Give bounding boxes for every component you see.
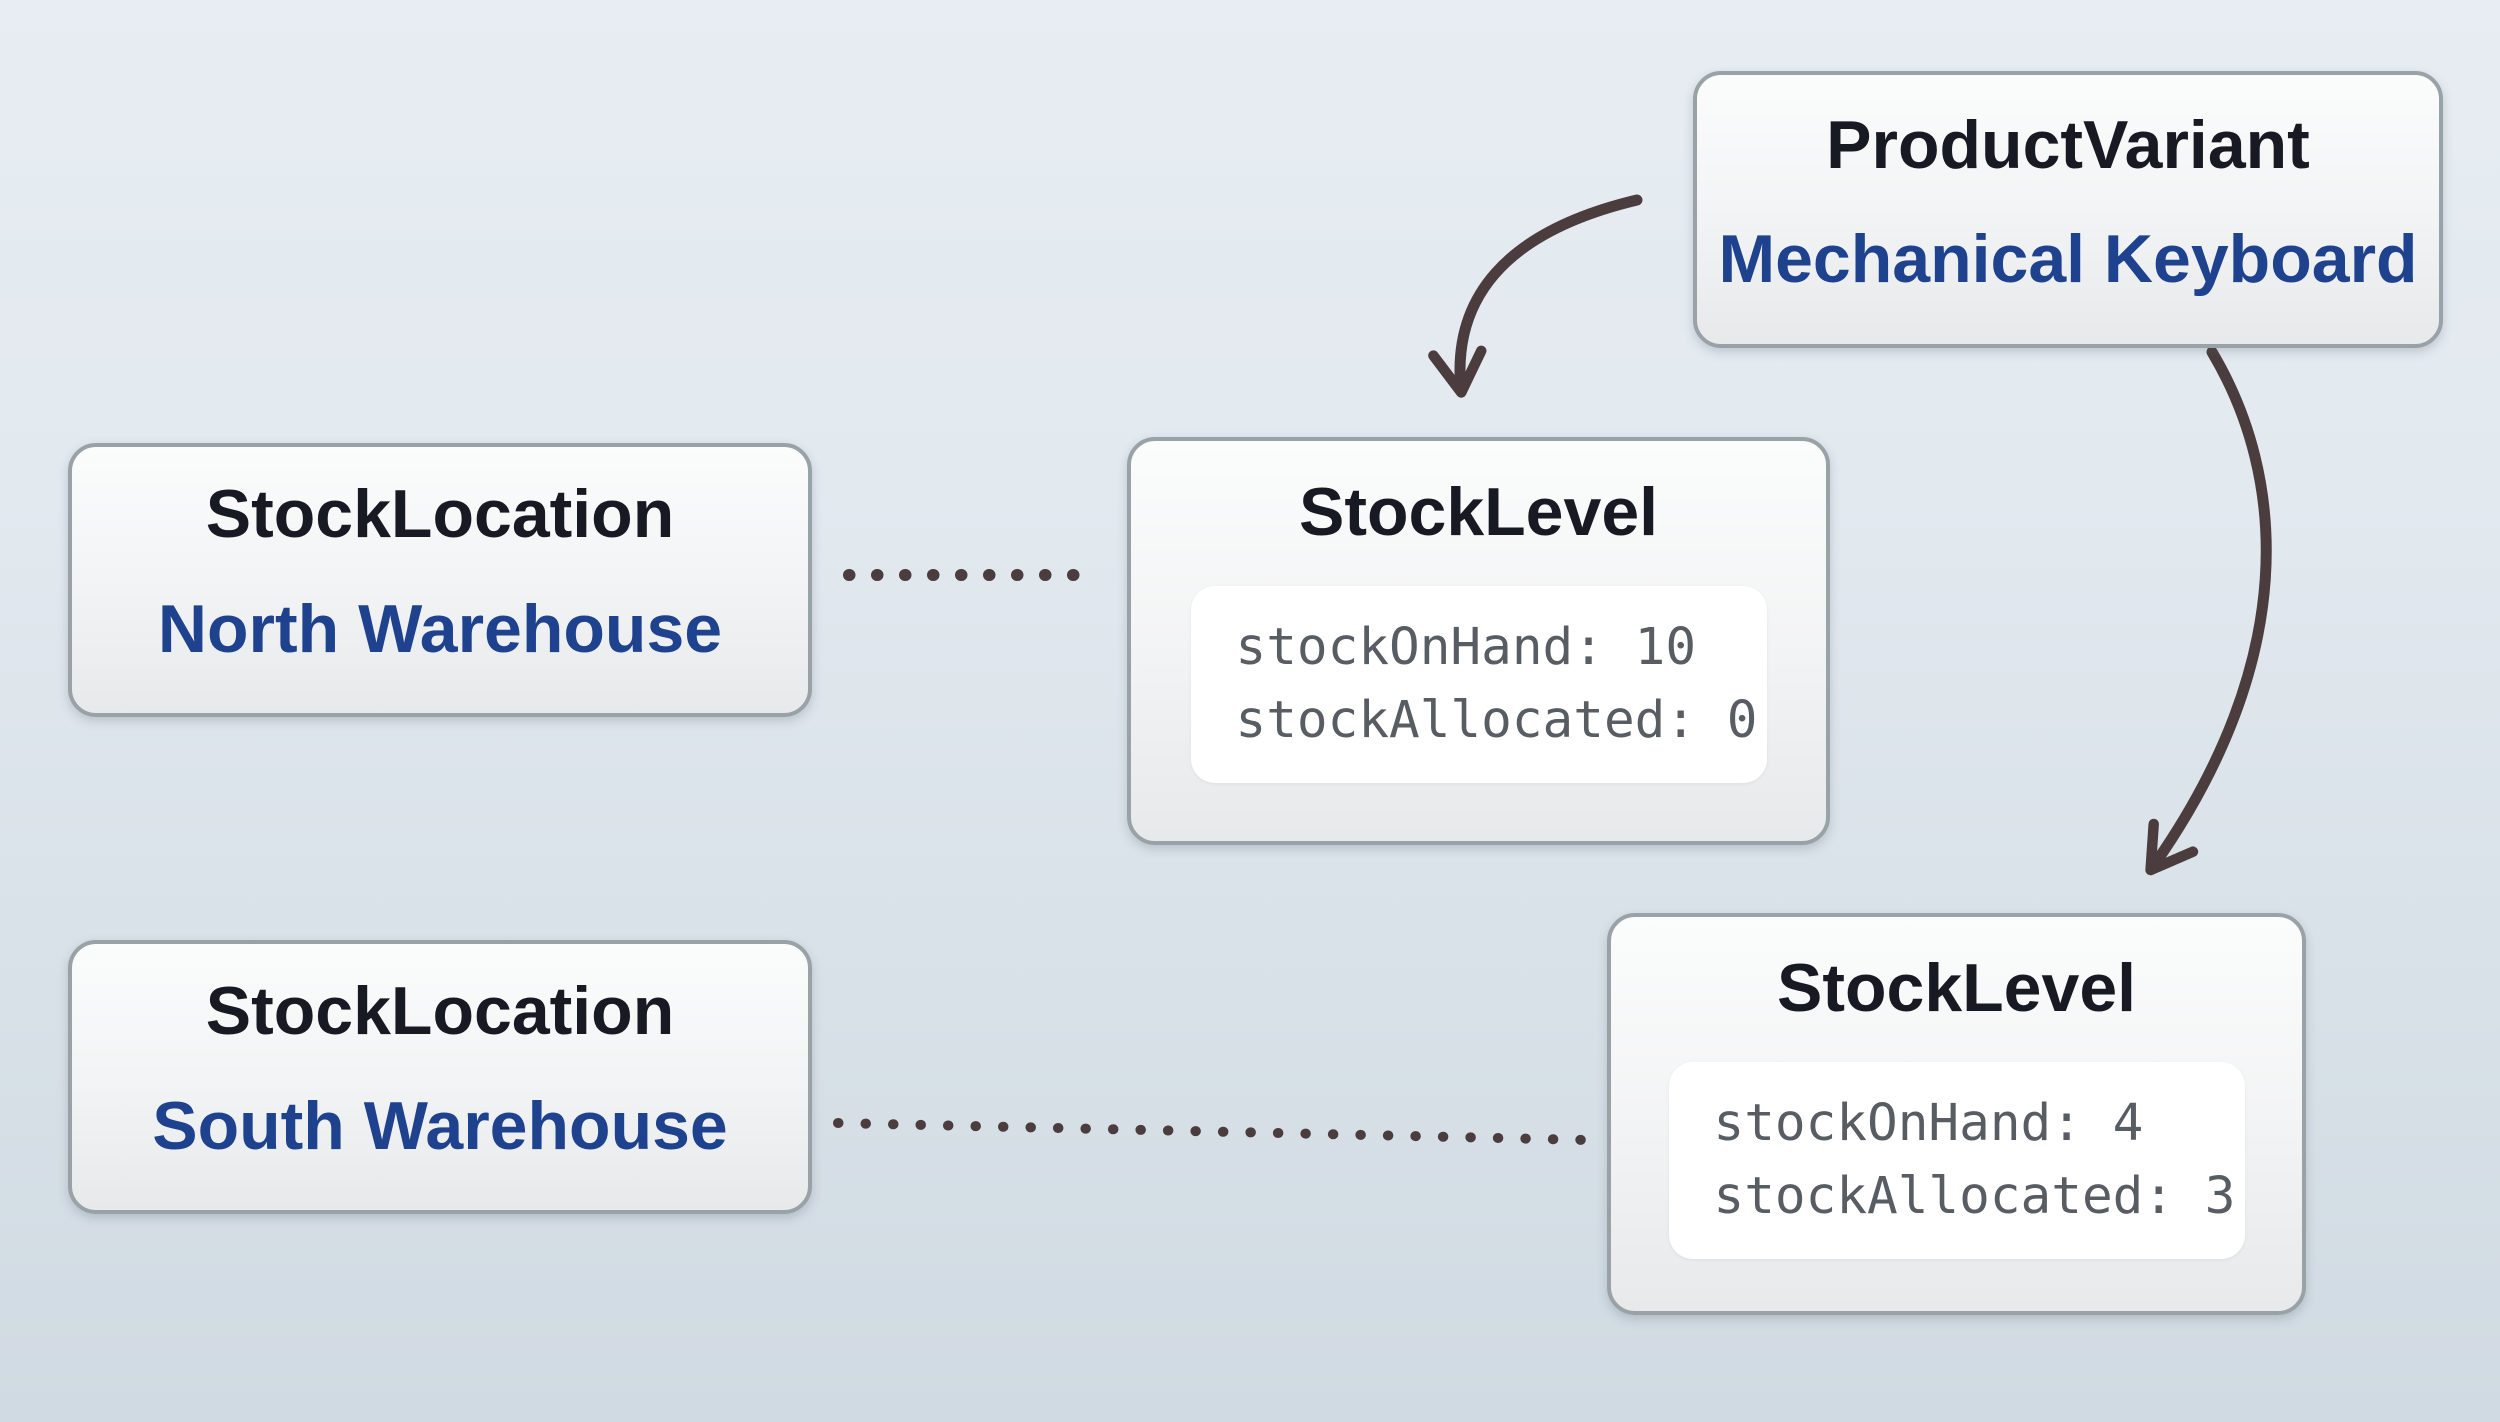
stock-level-north-node: StockLevel stockOnHand: 10 stockAllocate… (1127, 437, 1830, 845)
stock-level-south-type-label: StockLevel (1776, 950, 2137, 1026)
stock-level-south-fields-panel: stockOnHand: 4 stockAllocated: 3 (1668, 1062, 2245, 1260)
stock-level-north-type-label: StockLevel (1298, 474, 1659, 550)
field-stock-on-hand: stockOnHand: 4 (1713, 1094, 2144, 1154)
stock-level-north-fields-panel: stockOnHand: 10 stockAllocated: 0 (1190, 586, 1767, 784)
stock-location-south-node: StockLocation South Warehouse (68, 940, 812, 1214)
field-stock-on-hand: stockOnHand: 10 (1235, 618, 1697, 678)
arrow-product-variant-to-stock-level-north (1428, 194, 1643, 398)
stock-location-north-node: StockLocation North Warehouse (68, 443, 812, 717)
field-stock-allocated: stockAllocated: 3 (1713, 1166, 2236, 1226)
stock-location-north-instance-label: North Warehouse (157, 591, 723, 667)
dotted-link-stock-location-south-to-stock-level-south (833, 1118, 1592, 1145)
product-variant-type-label: ProductVariant (1826, 107, 2310, 184)
arrow-product-variant-to-stock-level-south (2145, 346, 2272, 876)
stock-level-south-node: StockLevel stockOnHand: 4 stockAllocated… (1607, 913, 2306, 1315)
product-variant-node: ProductVariant Mechanical Keyboard (1693, 71, 2443, 348)
stock-location-north-type-label: StockLocation (205, 475, 675, 552)
stock-location-south-type-label: StockLocation (205, 972, 675, 1049)
product-variant-instance-label: Mechanical Keyboard (1718, 220, 2418, 297)
stock-location-south-instance-label: South Warehouse (152, 1088, 728, 1164)
field-stock-allocated: stockAllocated: 0 (1235, 690, 1758, 750)
